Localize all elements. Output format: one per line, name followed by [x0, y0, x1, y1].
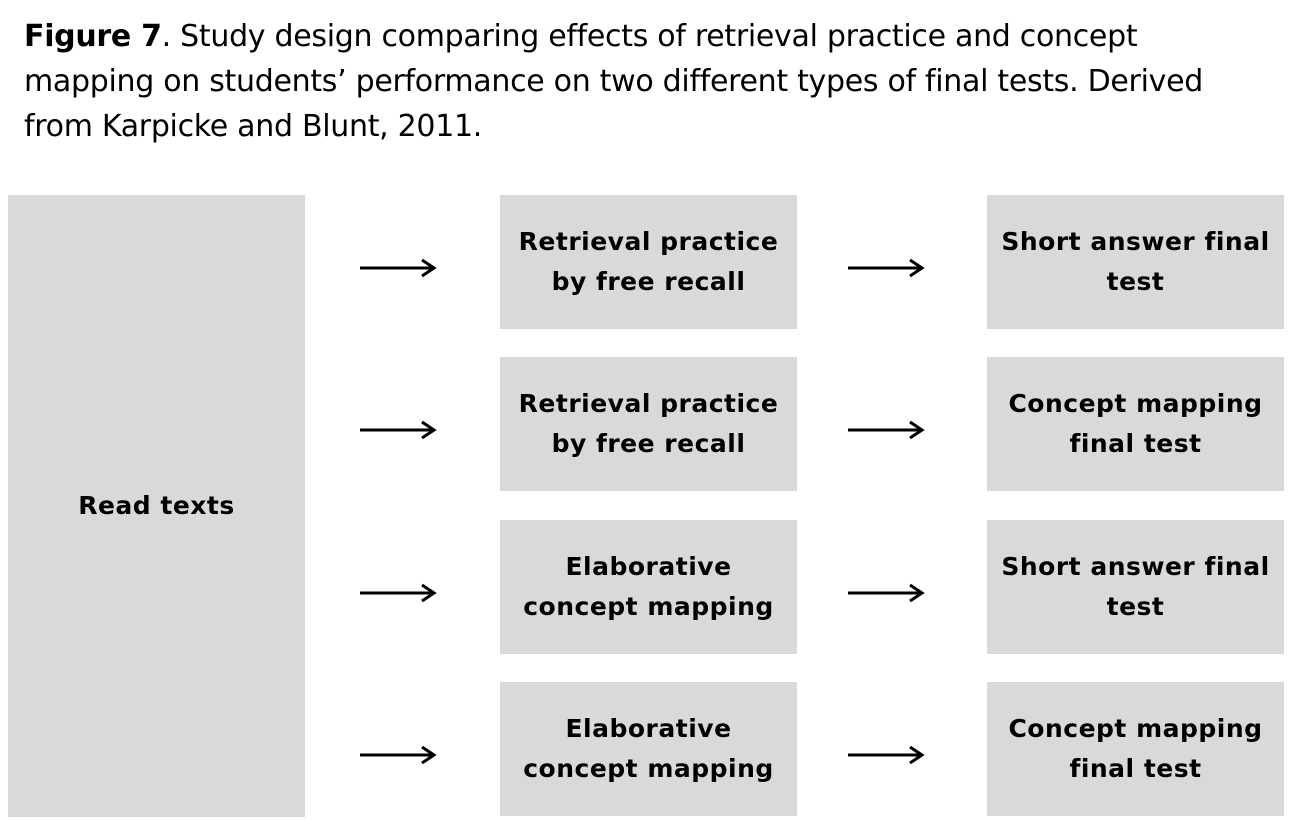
arrow-icon — [360, 745, 438, 765]
final-test-box: Concept mapping final test — [987, 357, 1284, 491]
figure-caption: Figure 7. Study design comparing effects… — [24, 14, 1274, 149]
final-test-label: Concept mapping final test — [1008, 714, 1263, 783]
arrow-icon — [848, 745, 926, 765]
practice-box: Elaborative concept mapping — [500, 682, 797, 816]
practice-box: Retrieval practice by free recall — [500, 195, 797, 329]
practice-label: Retrieval practice by free recall — [518, 227, 779, 296]
arrow-icon — [848, 420, 926, 440]
practice-label: Retrieval practice by free recall — [518, 389, 779, 458]
arrow-icon — [360, 583, 438, 603]
final-test-label: Concept mapping final test — [1008, 389, 1263, 458]
final-test-box: Short answer final test — [987, 520, 1284, 654]
read-texts-box: Read texts — [8, 195, 305, 817]
arrow-icon — [848, 583, 926, 603]
arrow-icon — [360, 420, 438, 440]
arrow-icon — [848, 258, 926, 278]
practice-box: Elaborative concept mapping — [500, 520, 797, 654]
read-texts-label: Read texts — [78, 491, 235, 520]
practice-label: Elaborative concept mapping — [523, 714, 774, 783]
final-test-box: Short answer final test — [987, 195, 1284, 329]
practice-box: Retrieval practice by free recall — [500, 357, 797, 491]
figure-label: Figure 7 — [24, 19, 162, 54]
final-test-label: Short answer final test — [1001, 227, 1270, 296]
final-test-label: Short answer final test — [1001, 552, 1270, 621]
arrow-icon — [360, 258, 438, 278]
final-test-box: Concept mapping final test — [987, 682, 1284, 816]
practice-label: Elaborative concept mapping — [523, 552, 774, 621]
caption-text: . Study design comparing effects of retr… — [24, 19, 1203, 144]
